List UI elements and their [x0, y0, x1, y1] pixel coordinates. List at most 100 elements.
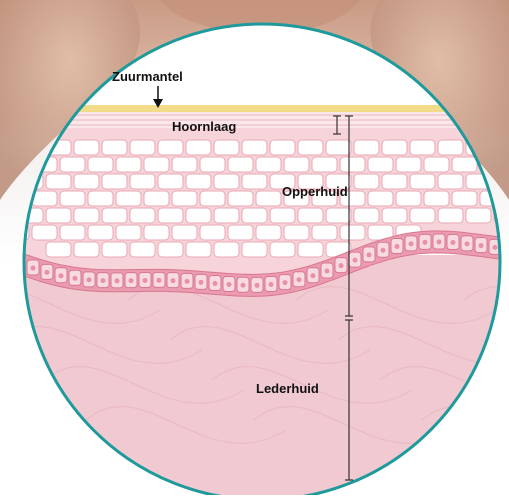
basal-nucleus: [297, 277, 302, 282]
basal-nucleus: [479, 243, 484, 248]
basal-nucleus: [269, 282, 274, 287]
epidermis-cell: [242, 242, 267, 257]
basal-nucleus: [31, 266, 36, 271]
epidermis-cell: [452, 157, 477, 172]
epidermis-cell: [298, 208, 323, 223]
epidermis-cell: [368, 191, 393, 206]
epidermis-cell: [214, 174, 239, 189]
epidermis-cell: [74, 140, 99, 155]
basal-nucleus: [101, 278, 106, 283]
basal-nucleus: [339, 263, 344, 268]
epidermis-cell: [382, 140, 407, 155]
stratum-corneum-label: Hoornlaag: [172, 119, 236, 134]
epidermis-cell: [116, 191, 141, 206]
basal-nucleus: [395, 244, 400, 249]
epidermis-cell: [424, 191, 449, 206]
epidermis-cell: [256, 191, 281, 206]
epidermis-cell: [270, 140, 295, 155]
epidermis-cell: [46, 174, 71, 189]
epidermis-cell: [354, 174, 379, 189]
epidermis-cell: [438, 208, 463, 223]
epidermis-cell: [32, 191, 57, 206]
basal-nucleus: [381, 248, 386, 253]
epidermis-cell: [144, 225, 169, 240]
epidermis-cell: [200, 225, 225, 240]
epidermis-cell: [382, 174, 407, 189]
epidermis-cell: [172, 191, 197, 206]
epidermis-cell: [354, 208, 379, 223]
epidermis-cell: [60, 157, 85, 172]
basal-nucleus: [465, 241, 470, 246]
epidermis-cell: [200, 191, 225, 206]
epidermis-cell: [438, 140, 463, 155]
epidermis-cell: [340, 225, 365, 240]
epidermis-cell: [186, 208, 211, 223]
epidermis-cell: [284, 157, 309, 172]
basal-nucleus: [143, 278, 148, 283]
epidermis-cell: [144, 191, 169, 206]
epidermis-cell: [284, 225, 309, 240]
epidermis-cell: [116, 157, 141, 172]
basal-nucleus: [157, 278, 162, 283]
epidermis-cell: [312, 225, 337, 240]
epidermis-cell: [368, 157, 393, 172]
epidermis-cell: [60, 225, 85, 240]
epidermis-cell: [242, 174, 267, 189]
basal-nucleus: [423, 240, 428, 245]
epidermis-cell: [312, 157, 337, 172]
dermis-label: Lederhuid: [256, 381, 319, 396]
epidermis-cell: [396, 157, 421, 172]
epidermis-cell: [88, 225, 113, 240]
basal-nucleus: [87, 277, 92, 282]
epidermis-cell: [396, 191, 421, 206]
epidermis-cell: [186, 242, 211, 257]
basal-nucleus: [353, 258, 358, 263]
epidermis-cell: [382, 208, 407, 223]
basal-nucleus: [437, 239, 442, 244]
basal-nucleus: [367, 252, 372, 257]
epidermis-cell: [228, 157, 253, 172]
basal-nucleus: [255, 283, 260, 288]
basal-nucleus: [493, 245, 498, 250]
epidermis-cell: [102, 208, 127, 223]
basal-nucleus: [115, 278, 120, 283]
basal-nucleus: [409, 241, 414, 246]
epidermis-cell: [32, 225, 57, 240]
basal-nucleus: [73, 276, 78, 281]
epidermis-cell: [130, 242, 155, 257]
epidermis-cell: [410, 174, 435, 189]
epidermis-cell: [214, 242, 239, 257]
epidermis-cell: [130, 208, 155, 223]
epidermis-cell: [102, 140, 127, 155]
epidermis-cell: [74, 208, 99, 223]
epidermis-cell: [88, 157, 113, 172]
epidermis-cell: [158, 174, 183, 189]
epidermis-cell: [214, 208, 239, 223]
epidermis-cell: [298, 140, 323, 155]
epidermis-cell: [326, 140, 351, 155]
basal-nucleus: [59, 273, 64, 278]
epidermis-cell: [88, 191, 113, 206]
basal-nucleus: [45, 270, 50, 275]
epidermis-cell: [116, 225, 141, 240]
acid-mantle-label: Zuurmantel: [112, 69, 183, 84]
basal-nucleus: [311, 273, 316, 278]
epidermis-cell: [228, 191, 253, 206]
epidermis-cell: [256, 225, 281, 240]
epidermis-cell: [46, 208, 71, 223]
epidermis-cell: [270, 208, 295, 223]
epidermis-cell: [158, 242, 183, 257]
epidermis-cell: [74, 242, 99, 257]
epidermis-cell: [130, 140, 155, 155]
epidermis-cell: [256, 157, 281, 172]
epidermis-cell: [102, 174, 127, 189]
basal-nucleus: [227, 282, 232, 287]
basal-nucleus: [325, 268, 330, 273]
epidermis-cell: [130, 174, 155, 189]
epidermis-cell: [438, 174, 463, 189]
basal-nucleus: [185, 279, 190, 284]
epidermis-cell: [214, 140, 239, 155]
epidermis-cell: [144, 157, 169, 172]
epidermis-cell: [186, 140, 211, 155]
